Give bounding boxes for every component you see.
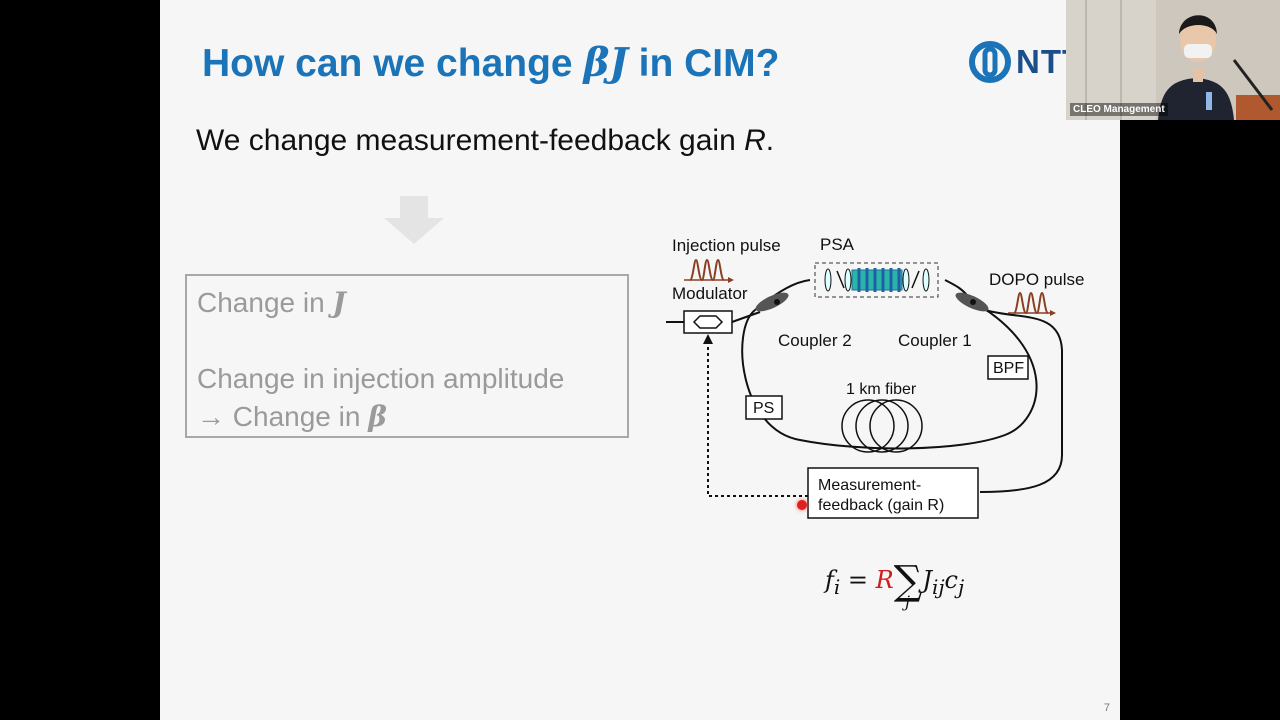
ps-box — [745, 395, 783, 420]
change-injection-line: Change in injection amplitude — [197, 363, 565, 394]
laser-pointer — [797, 500, 807, 510]
psa-enclosure — [814, 262, 939, 298]
bpf-label: BPF — [993, 360, 1024, 377]
ps-label: PS — [753, 400, 774, 417]
coupler2-shape — [755, 292, 789, 312]
coupler2-label: Coupler 2 — [778, 331, 852, 350]
webcam-thumbnail[interactable]: CLEO Management — [1066, 0, 1280, 120]
fiber-label: 1 km fiber — [846, 381, 917, 398]
output-fiber — [979, 309, 1063, 493]
change-in-j-line: Change in J — [197, 286, 346, 319]
change-options-box: Change in J Change in injection amplitud… — [185, 274, 629, 438]
dopo-pulse-icon — [1008, 291, 1056, 316]
dopo-pulse-label: DOPO pulse — [989, 270, 1084, 289]
bpf-box — [987, 355, 1029, 380]
modulator-box — [683, 310, 733, 334]
modulator-label: Modulator — [672, 284, 748, 303]
fiber-spool-icon — [841, 399, 923, 453]
ntt-logo-icon — [969, 41, 1011, 83]
title-math: βJ — [583, 40, 628, 86]
cim-setup-diagram: Injection pulse Modulator PSA DOPO pulse… — [666, 235, 1084, 519]
feedback-box — [807, 467, 979, 519]
title-suffix: in CIM? — [627, 42, 780, 85]
webcam-label: CLEO Management — [1070, 103, 1168, 116]
page-number: 7 — [1103, 702, 1110, 714]
injection-pulse-label: Injection pulse — [672, 236, 781, 255]
feedback-label-line2: feedback (gain R) — [818, 497, 944, 514]
speaker-video-icon — [1066, 0, 1280, 120]
psa-label: PSA — [820, 235, 855, 254]
coupler1-label: Coupler 1 — [898, 331, 972, 350]
subtitle-suffix: . — [765, 124, 775, 157]
injection-pulse-icon — [684, 258, 734, 283]
feedback-label-line1: Measurement- — [818, 477, 921, 494]
presentation-slide: How can we change βJ in CIM? NTT We chan… — [160, 0, 1120, 720]
title-prefix: How can we change — [202, 42, 584, 85]
slide-subtitle: We change measurement-feedback gain R. — [196, 124, 774, 158]
fiber-loop — [741, 299, 1038, 450]
subtitle-variable: R — [744, 124, 766, 157]
down-arrow-icon — [384, 196, 444, 244]
change-in-beta-line: → Change in β — [197, 400, 387, 433]
gain-variable: R — [875, 566, 894, 594]
subtitle-prefix: We change measurement-feedback gain — [196, 124, 745, 157]
sum-symbol-icon: ∑ — [893, 558, 923, 604]
slide-title: How can we change βJ in CIM? — [202, 40, 779, 86]
